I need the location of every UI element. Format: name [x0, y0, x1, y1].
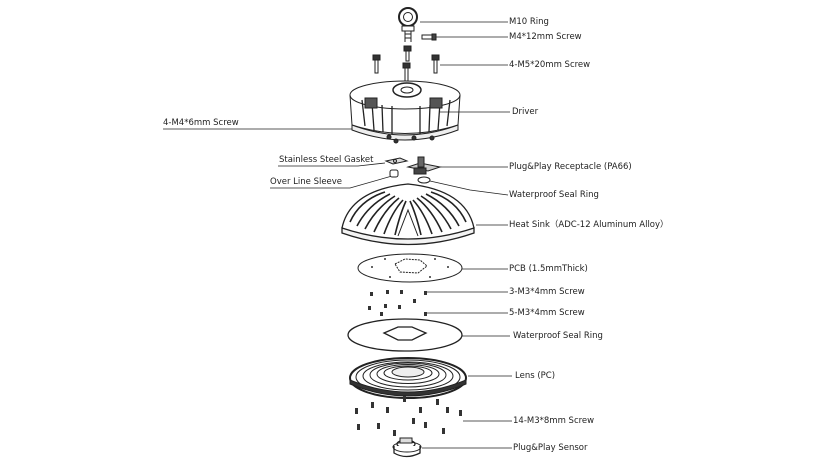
- m4-6-screws-part: [386, 134, 435, 144]
- sleeve-part: [389, 169, 399, 178]
- label-m4-12-screw: M4*12mm Screw: [509, 32, 582, 42]
- pcb-part: [357, 253, 463, 283]
- label-m3-8-screw: 14-M3*8mm Screw: [513, 416, 595, 426]
- label-gasket: Stainless Steel Gasket: [279, 155, 374, 165]
- label-m5-20-screw: 4-M5*20mm Screw: [509, 60, 591, 70]
- seal-ring-bottom-part: [347, 318, 463, 352]
- label-receptacle: Plug&Play Receptacle (PA66): [509, 162, 632, 172]
- label-m4-6-screw: 4-M4*6mm Screw: [163, 118, 239, 128]
- driver-part: [349, 80, 461, 141]
- seal-ring-top-part: [417, 176, 431, 184]
- label-m10-ring: M10 Ring: [509, 17, 549, 27]
- label-sensor: Plug&Play Sensor: [513, 443, 588, 453]
- label-sleeve: Over Line Sleeve: [270, 177, 343, 187]
- m5-20-screws-part: [372, 45, 440, 82]
- gasket-part: [384, 157, 409, 165]
- label-driver: Driver: [512, 107, 539, 117]
- label-heat-sink: Heat Sink（ADC-12 Aluminum Alloy）: [509, 220, 669, 230]
- label-m3-4-screw-5: 5-M3*4mm Screw: [509, 308, 585, 318]
- lens-part: [349, 357, 467, 399]
- label-seal-ring-bottom: Waterproof Seal Ring: [513, 331, 603, 341]
- m3-8-screws-part: [355, 396, 462, 436]
- m4-12-screw-part: [421, 33, 437, 41]
- m3-4-screws-part: [368, 290, 427, 316]
- label-pcb: PCB (1.5mmThick): [509, 264, 588, 274]
- label-seal-ring-top: Waterproof Seal Ring: [509, 190, 599, 200]
- receptacle-part: [406, 156, 442, 175]
- m10-ring-part: [398, 7, 418, 42]
- label-m3-4-screw-3: 3-M3*4mm Screw: [509, 287, 585, 297]
- heat-sink-part: [341, 183, 475, 246]
- label-lens: Lens (PC): [515, 371, 556, 381]
- sensor-part: [392, 437, 422, 458]
